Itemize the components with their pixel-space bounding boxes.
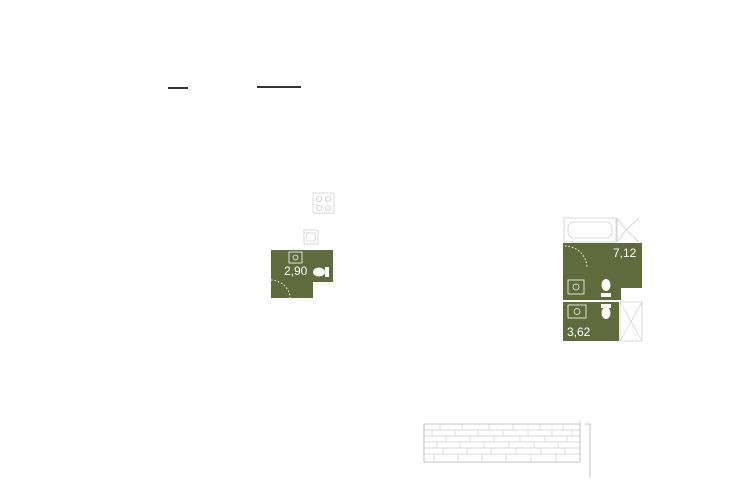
cooktop-icon	[312, 192, 335, 214]
bathtub-icon	[563, 217, 617, 243]
room-area-label: 7,12	[613, 246, 637, 260]
room-shower: 3,62	[563, 302, 619, 341]
shower-icon	[619, 301, 643, 342]
room-area-label: 3,62	[567, 325, 591, 339]
room-bathroom-small: 2,90	[270, 250, 333, 299]
door-swing-icon	[270, 279, 291, 299]
toilet-icon	[601, 279, 611, 297]
toilet-icon	[313, 267, 329, 277]
washbasin-icon	[567, 279, 585, 295]
stairs-icon	[423, 420, 591, 478]
washbasin-icon	[288, 251, 303, 264]
washbasin-icon	[567, 304, 587, 319]
room-area-label: 2,90	[284, 264, 308, 278]
toilet-icon	[601, 304, 611, 319]
bathtub-side-icon	[616, 217, 640, 243]
room-bathroom-large: 7,12	[563, 243, 642, 300]
sink-icon	[303, 229, 319, 245]
